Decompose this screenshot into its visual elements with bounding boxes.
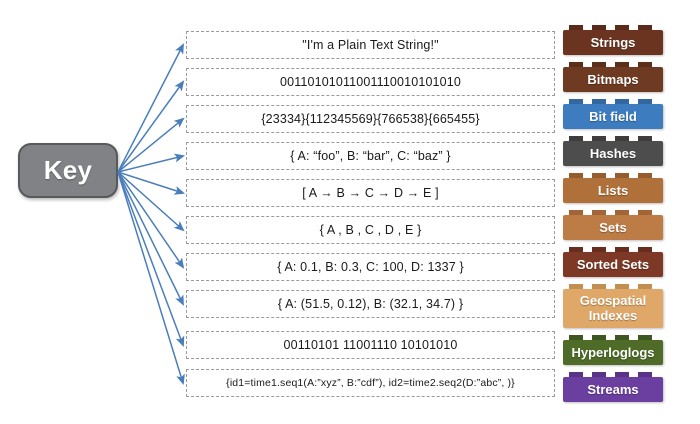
value-box-sets[interactable]: { A , B , C , D , E } [186,216,555,244]
value-box-bit-field[interactable]: {23334}{112345569}{766538}{665455} [186,105,555,133]
value-text: {23334}{112345569}{766538}{665455} [261,112,480,126]
arrow-to-row-10 [117,171,185,386]
value-box-strings[interactable]: "I'm a Plain Text String!" [186,31,555,59]
brick-label: Lists [597,183,629,198]
key-node[interactable]: Key [18,143,118,198]
brick-body: Strings [563,30,663,55]
value-box-hashes[interactable]: { A: “foo”, B: “bar”, C: “baz” } [186,142,555,170]
brick-sets[interactable]: Sets [563,210,663,240]
brick-label-line1: Geospatial [579,292,647,308]
brick-body: Bitmaps [563,67,663,92]
brick-label: Sets [599,220,627,235]
value-text: 00110101 11001110 10101010 [283,338,458,352]
arrow-to-row-8 [117,171,184,306]
brick-label: Hashes [589,146,637,161]
value-box-hyperloglogs[interactable]: 00110101 11001110 10101010 [186,331,555,359]
brick-studs [567,136,659,141]
value-text: {id1=time1.seq1(A:”xyz”, B:”cdf”), id2=t… [226,377,515,389]
value-text: [ A → B → C → D → E ] [302,186,439,200]
brick-label: Streams [587,382,639,397]
brick-streams[interactable]: Streams [563,372,663,402]
arrow-to-row-7 [117,171,185,269]
brick-studs [567,284,659,289]
brick-body: Lists [563,178,663,203]
brick-hyperloglogs[interactable]: Hyperloglogs [563,335,663,365]
key-node-label: Key [43,155,93,185]
arrow-to-row-9 [117,171,185,347]
brick-studs [567,99,659,104]
brick-studs [567,372,659,377]
brick-body: Sets [563,215,663,240]
brick-studs [567,247,659,252]
value-text: { A: 0.1, B: 0.3, C: 100, D: 1337 } [277,260,464,274]
value-box-bitmaps[interactable]: 00110101011001110010101010 [186,68,555,96]
value-text: { A: “foo”, B: “bar”, C: “baz” } [290,149,451,163]
brick-studs [567,210,659,215]
brick-body: Streams [563,377,663,402]
arrow-to-row-1 [117,43,184,173]
value-text: 00110101011001110010101010 [280,75,461,89]
brick-label: Sorted Sets [576,257,650,272]
arrow-to-row-5 [117,171,185,195]
value-box-lists[interactable]: [ A → B → C → D → E ] [186,179,555,207]
brick-sorted-sets[interactable]: Sorted Sets [563,247,663,277]
value-text: { A , B , C , D , E } [319,223,422,237]
arrow-to-row-6 [117,171,185,232]
value-box-streams[interactable]: {id1=time1.seq1(A:”xyz”, B:”cdf”), id2=t… [186,369,555,397]
arrow-to-row-3 [117,117,185,173]
brick-label-line2: Indexes [588,307,638,323]
brick-studs [567,25,659,30]
value-box-geospatial[interactable]: { A: (51.5, 0.12), B: (32.1, 34.7) } [186,290,555,318]
brick-studs [567,173,659,178]
arrow-to-row-2 [117,80,185,173]
brick-studs [567,335,659,340]
brick-label: Bit field [589,109,637,124]
brick-label: Strings [590,35,636,50]
value-text: "I'm a Plain Text String!" [302,38,439,52]
brick-lists[interactable]: Lists [563,173,663,203]
arrow-group [117,43,186,386]
value-box-sorted-sets[interactable]: { A: 0.1, B: 0.3, C: 100, D: 1337 } [186,253,555,281]
brick-body: Hashes [563,141,663,166]
brick-label: Hyperloglogs [571,345,655,360]
brick-body: Bit field [563,104,663,129]
brick-body: Geospatial Indexes [563,289,663,328]
value-text: { A: (51.5, 0.12), B: (32.1, 34.7) } [277,297,464,311]
brick-hashes[interactable]: Hashes [563,136,663,166]
brick-bit-field[interactable]: Bit field [563,99,663,129]
brick-strings[interactable]: Strings [563,25,663,55]
arrow-to-row-4 [117,153,186,173]
brick-body: Hyperloglogs [563,340,663,365]
brick-bitmaps[interactable]: Bitmaps [563,62,663,92]
brick-label: Bitmaps [587,72,639,87]
brick-geospatial-indexes[interactable]: Geospatial Indexes [563,284,663,328]
brick-body: Sorted Sets [563,252,663,277]
brick-studs [567,62,659,67]
